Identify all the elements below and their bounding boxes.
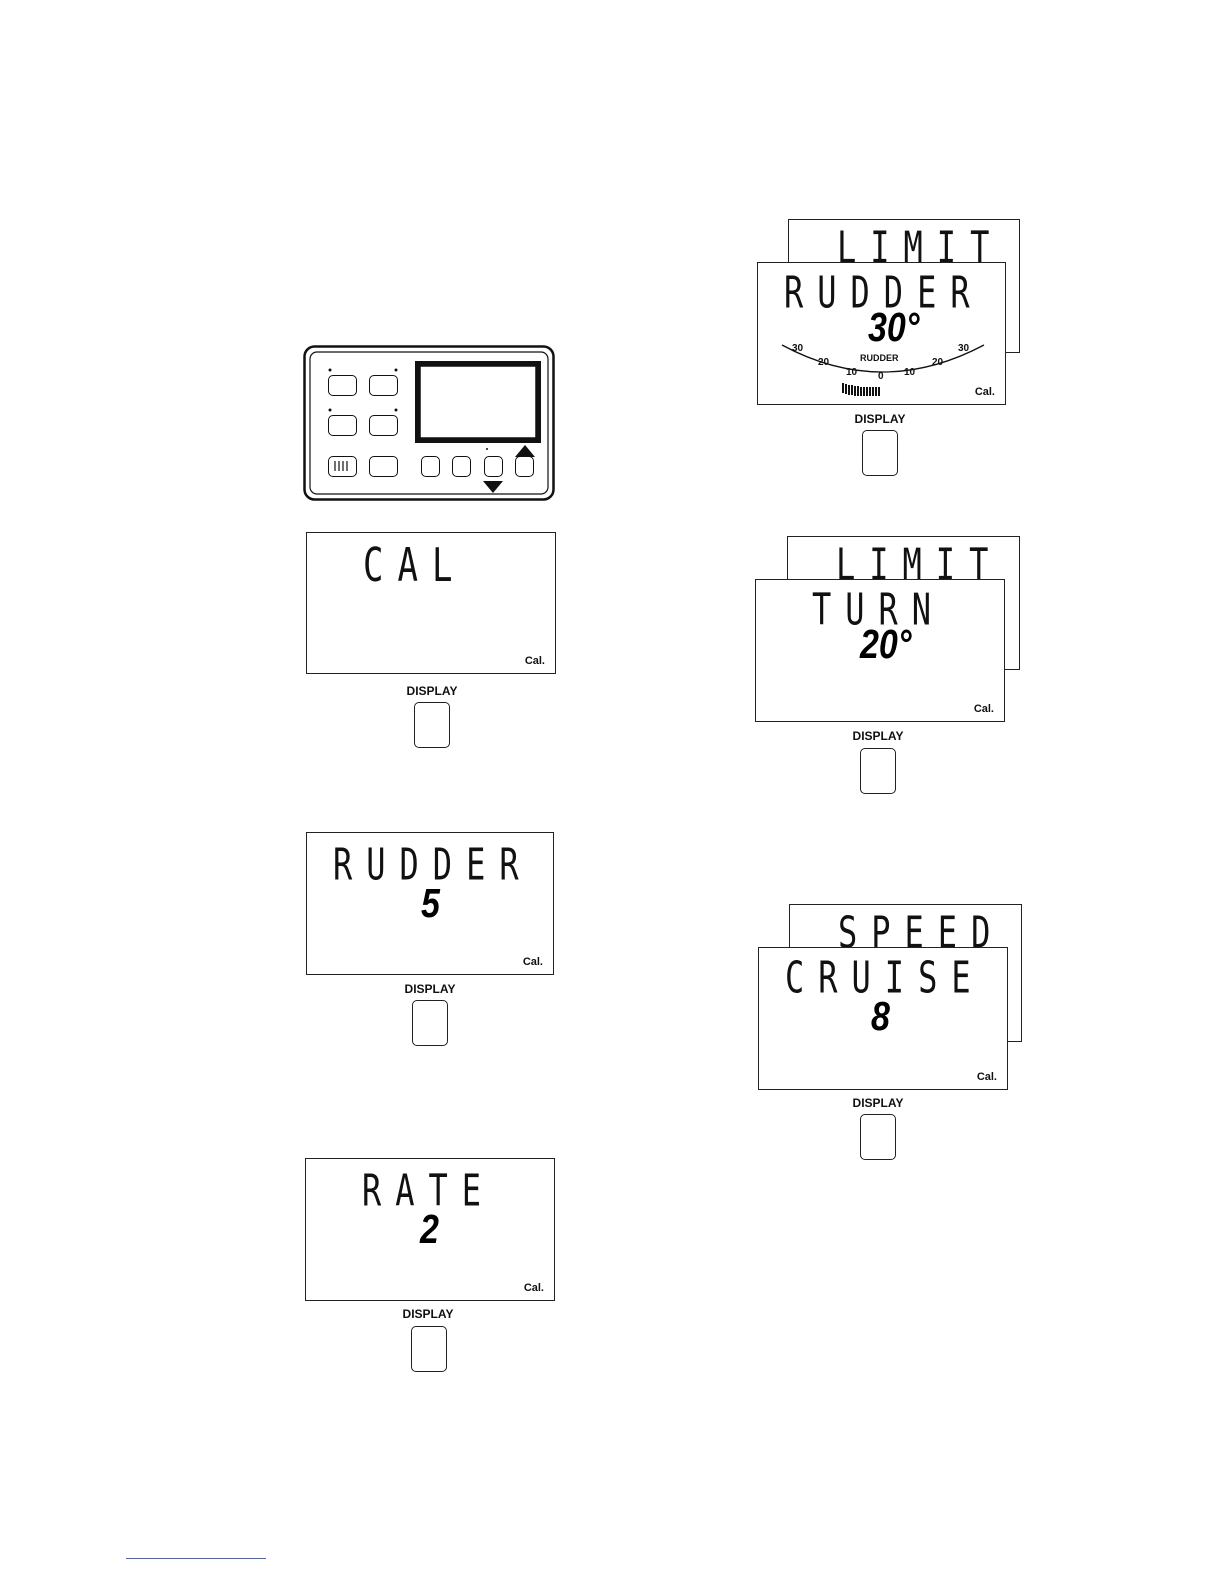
scale-right-20: 20 — [932, 357, 943, 368]
standby-button[interactable] — [328, 375, 357, 396]
display-label: DISPLAY — [372, 684, 492, 698]
cal-tag: Cal. — [974, 703, 994, 715]
rudder-gain-value: 5 — [421, 881, 440, 928]
cruise-speed-value: 8 — [871, 994, 890, 1041]
scale-left-10: 10 — [846, 367, 857, 378]
minus-one-button[interactable] — [328, 415, 357, 436]
footer-rule — [126, 1558, 266, 1559]
display-up-button[interactable] — [515, 456, 534, 477]
display-label: DISPLAY — [820, 412, 940, 426]
display-button[interactable] — [862, 430, 898, 476]
rudder-limit-screen: RUDDER 30° RUDDER 30 20 10 0 10 20 30 Ca… — [757, 262, 1006, 405]
turn-limit-screen: TURN 20° Cal. — [755, 579, 1005, 722]
cal-screen-title: CAL — [363, 539, 466, 593]
cal-screen: CAL Cal. — [306, 532, 556, 674]
rudder-scale-title: RUDDER — [860, 353, 899, 363]
scale-left-20: 20 — [818, 357, 829, 368]
minus-ten-button[interactable] — [421, 456, 440, 477]
plus-ten-button[interactable] — [452, 456, 471, 477]
cal-tag: Cal. — [525, 655, 545, 667]
light-button[interactable] — [328, 456, 357, 477]
scale-right-10: 10 — [904, 367, 915, 378]
control-unit — [303, 345, 555, 501]
rudder-scale — [758, 263, 1007, 406]
display-button[interactable] — [411, 1326, 447, 1372]
display-label: DISPLAY — [818, 729, 938, 743]
scale-center-0: 0 — [878, 371, 884, 382]
cal-tag: Cal. — [523, 956, 543, 968]
cal-tag: Cal. — [977, 1071, 997, 1083]
display-button[interactable] — [860, 748, 896, 794]
display-button[interactable] — [414, 702, 450, 748]
light-icon — [329, 457, 355, 475]
display-button[interactable] — [412, 1000, 448, 1046]
cal-tag: Cal. — [524, 1282, 544, 1294]
cruise-speed-screen: CRUISE 8 Cal. — [758, 947, 1008, 1090]
rudder-gain-screen: RUDDER 5 Cal. — [306, 832, 554, 975]
turn-limit-value: 20° — [860, 622, 911, 669]
rate-screen: RATE 2 Cal. — [305, 1158, 555, 1301]
rate-value: 2 — [420, 1207, 439, 1254]
scale-left-30: 30 — [792, 343, 803, 354]
display-down-button[interactable] — [484, 456, 503, 477]
scale-right-30: 30 — [958, 343, 969, 354]
display-label: DISPLAY — [370, 982, 490, 996]
display-label: DISPLAY — [818, 1096, 938, 1110]
display-button[interactable] — [860, 1114, 896, 1160]
plus-one-button[interactable] — [369, 415, 398, 436]
auto-button[interactable] — [369, 375, 398, 396]
display-label: DISPLAY — [368, 1307, 488, 1321]
track-button[interactable] — [369, 456, 398, 477]
cal-tag: Cal. — [975, 386, 995, 398]
